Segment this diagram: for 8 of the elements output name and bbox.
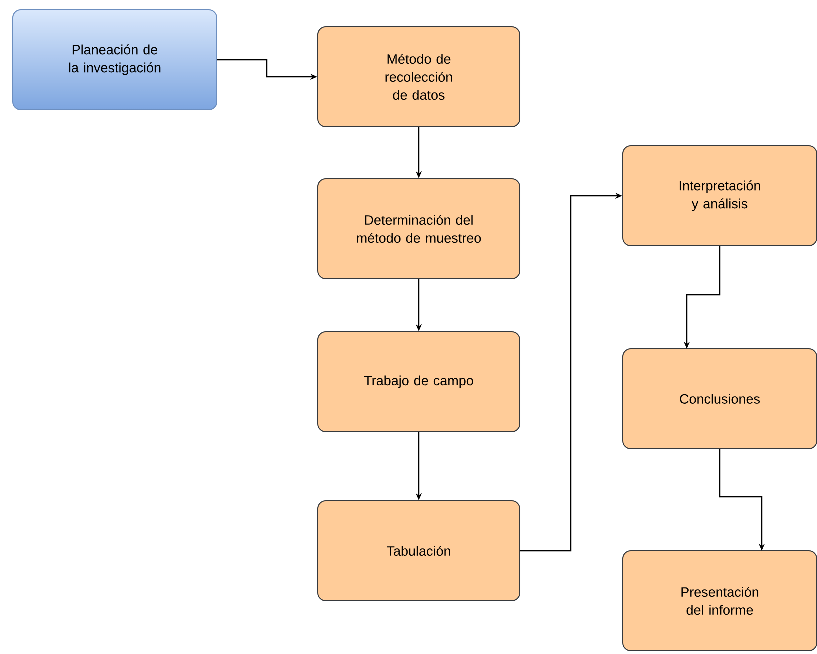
process-box: Interpretación y análisis (622, 146, 817, 246)
process-box: Determinación del método de muestreo (318, 178, 520, 280)
process-box: Presentación del informe (622, 550, 817, 652)
process-box: Método de recolección de datos (318, 26, 520, 128)
process-box: Conclusiones (622, 348, 817, 450)
process-box: Trabajo de campo (318, 332, 520, 432)
process-box: Tabulación (318, 500, 520, 602)
start-box: Planeación de la investigación (12, 10, 218, 110)
